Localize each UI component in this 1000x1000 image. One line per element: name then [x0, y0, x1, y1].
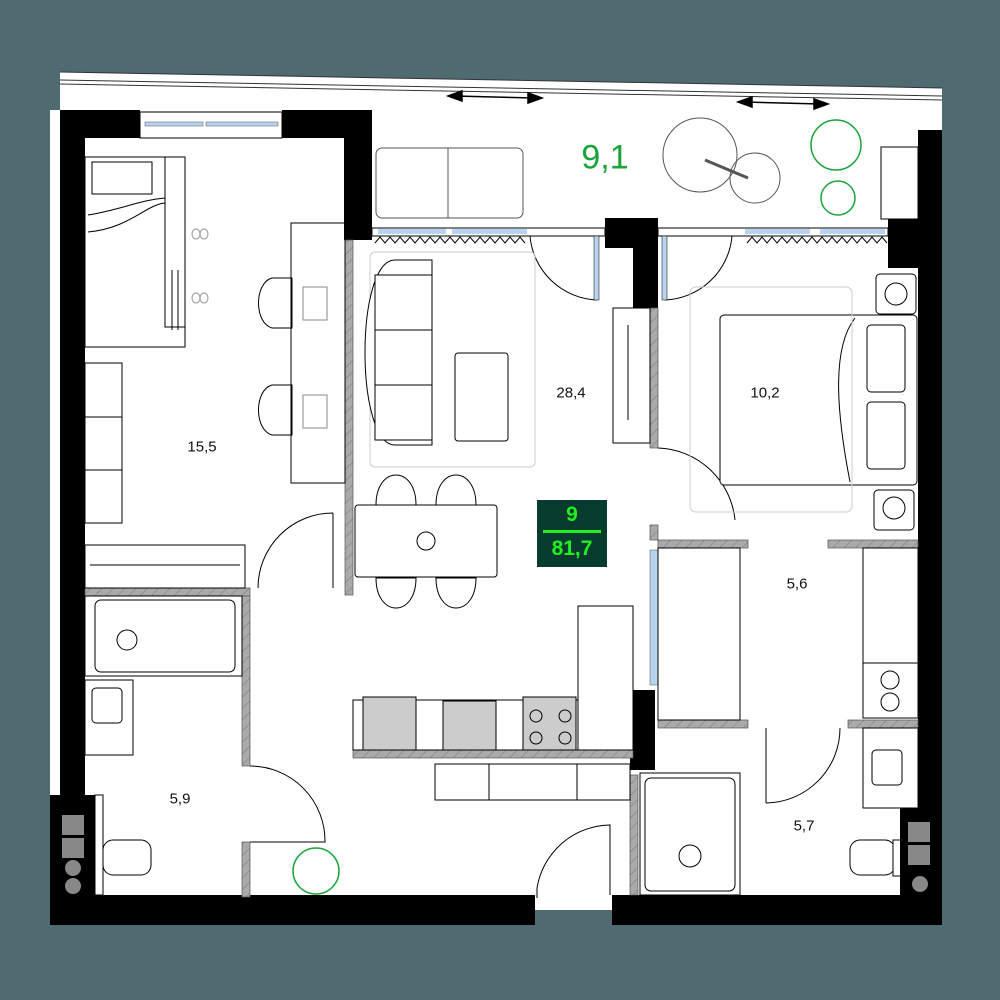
toilet-right: [849, 839, 902, 877]
window-bedroom-right: [657, 227, 889, 301]
sink-left: [84, 679, 134, 756]
coffee-table: [454, 352, 509, 442]
door-wardrobe: [765, 727, 841, 804]
entrance-door: [536, 824, 611, 898]
plant-entry: [292, 847, 340, 895]
partitions: [84, 239, 919, 898]
window-bedroom-left: [139, 111, 283, 139]
wardrobe-closet: [657, 547, 919, 721]
door-bathroom-left: [249, 765, 326, 843]
apartment-number: 9: [566, 503, 578, 526]
sofa: [364, 259, 433, 446]
area-bathroom-right: 5,7: [793, 817, 815, 835]
window-corridor: [649, 549, 659, 686]
balcony-sofa: [375, 147, 524, 219]
toilet-left: [94, 794, 152, 896]
window-living: [371, 227, 606, 301]
bathtub: [84, 595, 243, 677]
kitchen-counter: [352, 605, 634, 751]
area-bedroom-right: 10,2: [750, 384, 780, 402]
shower: [639, 772, 741, 896]
rug-bedroom: [689, 286, 853, 513]
plant-balcony: [810, 119, 862, 216]
badge-divider: [543, 530, 601, 533]
area-bathroom-left: 5,9: [169, 790, 191, 808]
dining-table: [354, 474, 498, 609]
total-area: 81,7: [551, 537, 593, 560]
exterior-walls: [50, 110, 942, 925]
area-wardrobe: 5,6: [786, 575, 808, 593]
nightstands: [873, 273, 917, 531]
single-bed: [84, 156, 186, 348]
shaft-left: [50, 795, 95, 895]
sink-right: [862, 727, 919, 809]
area-balcony: 9,1: [581, 138, 629, 177]
area-bedroom-left: 15,5: [187, 438, 217, 456]
apartment-badge: 9 81,7: [537, 500, 607, 567]
area-living-kitchen: 28,4: [556, 384, 586, 402]
shoe-rack: [84, 544, 246, 589]
sliding-arrows: [445, 89, 831, 111]
double-bed: [719, 314, 918, 486]
tv-stand: [612, 307, 651, 444]
door-bedroom-right: [657, 447, 736, 521]
hanging-chair: [662, 117, 781, 204]
lower-cabinets: [434, 763, 631, 801]
slippers: [191, 228, 209, 304]
door-bedroom-left: [257, 512, 334, 589]
desk: [258, 222, 346, 484]
balcony-cabinet: [880, 146, 919, 220]
shaft-right: [900, 808, 942, 898]
wardrobe-left: [84, 362, 123, 524]
balcony-glazing: [59, 71, 943, 101]
